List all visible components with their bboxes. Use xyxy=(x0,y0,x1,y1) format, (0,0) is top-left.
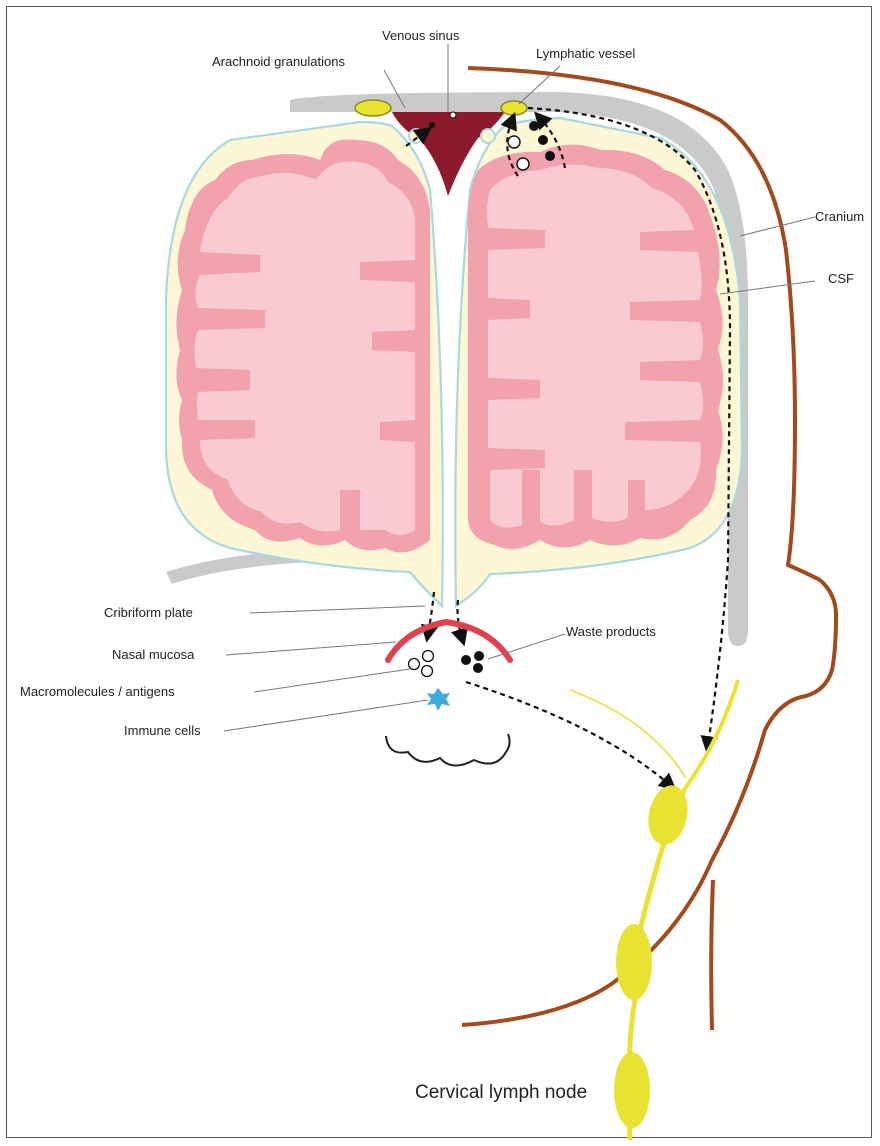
label-macromolecules: Macromolecules / antigens xyxy=(20,684,175,699)
antigen-particle xyxy=(409,659,420,670)
label-immune-cells: Immune cells xyxy=(124,723,201,738)
lymphatic-vessel-ellipse xyxy=(501,101,527,115)
lymph-vessel-upper-left xyxy=(570,690,686,778)
immune-cell xyxy=(427,688,450,711)
label-waste-products: Waste products xyxy=(566,624,656,639)
lymph-node-middle xyxy=(616,924,652,1000)
nasal-mucosa xyxy=(388,622,510,660)
label-nasal-mucosa: Nasal mucosa xyxy=(112,647,195,662)
leader-cranium xyxy=(740,217,815,236)
antigen-particle xyxy=(422,666,433,677)
waste-particle xyxy=(474,651,484,661)
label-csf: CSF xyxy=(828,271,854,286)
label-lymphatic-vessel: Lymphatic vessel xyxy=(536,46,635,61)
particle-white xyxy=(508,136,520,148)
nose-contour xyxy=(386,734,510,766)
particle-white xyxy=(517,158,529,170)
antigen-particle xyxy=(423,651,434,662)
label-cranium: Cranium xyxy=(815,209,864,224)
lymph-vessel-upper-right xyxy=(684,680,738,790)
particle-black xyxy=(538,135,548,145)
particle-black xyxy=(529,121,539,131)
waste-particle xyxy=(461,655,471,665)
particle-black xyxy=(545,151,555,161)
leader-cribriform xyxy=(250,606,425,613)
sinus-particle-white xyxy=(450,112,456,118)
granulation-knob-left xyxy=(409,129,423,143)
lymph-node-lower xyxy=(614,1052,650,1128)
arrow-nasal-to-lymph xyxy=(466,682,670,785)
label-arachnoid-granulations: Arachnoid granulations xyxy=(212,54,345,69)
label-cribriform-plate: Cribriform plate xyxy=(104,605,193,620)
granulation-knob-right xyxy=(481,129,495,143)
brain-right-inner xyxy=(487,164,703,527)
leader-immune xyxy=(224,700,428,731)
leader-nasal-mucosa xyxy=(226,642,396,655)
leader-macromolecules xyxy=(254,669,410,692)
waste-particle xyxy=(473,663,483,673)
label-cervical-lymph-node: Cervical lymph node xyxy=(415,1082,587,1103)
label-venous-sinus: Venous sinus xyxy=(382,28,460,43)
neck-line xyxy=(711,880,713,1030)
arachnoid-granulation-ellipse xyxy=(355,100,391,116)
sinus-particle-black xyxy=(429,122,435,128)
